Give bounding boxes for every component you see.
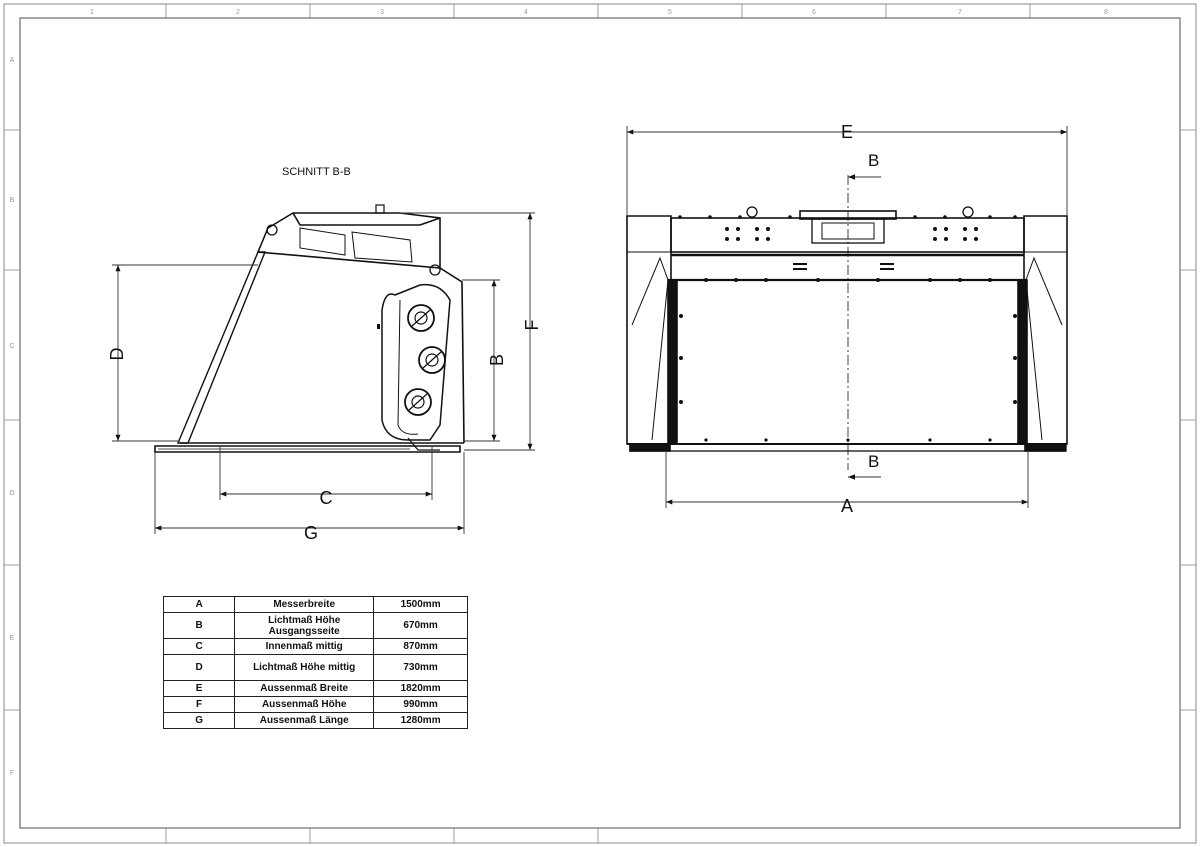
dim-label-f: F	[522, 320, 542, 331]
spec-value: 1500mm	[373, 596, 468, 613]
dim-label-b-left: B	[487, 354, 507, 366]
dim-label-e: E	[841, 122, 853, 142]
frame-col-6: 6	[812, 9, 816, 16]
spec-value: 730mm	[373, 654, 468, 681]
section-title: SCHNITT B-B	[282, 166, 351, 178]
dimension-spec-table: A Messerbreite 1500mm B Lichtmaß Höhe Au…	[162, 596, 468, 729]
frame-col-8: 8	[1104, 9, 1108, 16]
front-view-bolts	[678, 215, 1017, 442]
spec-key: E	[162, 680, 236, 697]
frame-row-e: E	[10, 635, 15, 642]
spec-description: Aussenmaß Breite	[234, 680, 375, 697]
spec-row: D Lichtmaß Höhe mittig 730mm	[162, 654, 468, 681]
spec-row: F Aussenmaß Höhe 990mm	[162, 696, 468, 713]
frame-row-d: D	[9, 490, 14, 497]
spec-description: Messerbreite	[234, 596, 375, 613]
frame-row-f: F	[10, 770, 14, 777]
spec-description: Innenmaß mittig	[234, 638, 375, 655]
spec-value: 1280mm	[373, 712, 468, 729]
front-view-dimensions	[626, 126, 1068, 508]
frame-col-7: 7	[958, 9, 962, 16]
section-view-b-b	[154, 204, 465, 453]
dim-label-a: A	[841, 496, 853, 516]
spec-row: G Aussenmaß Länge 1280mm	[162, 712, 468, 729]
frame-col-1: 1	[90, 9, 94, 16]
spec-key: A	[162, 596, 236, 613]
drawing-frame	[3, 3, 1197, 844]
spec-value: 1820mm	[373, 680, 468, 697]
dim-label-d: D	[107, 348, 127, 361]
spec-value: 670mm	[373, 612, 468, 639]
spec-value: 990mm	[373, 696, 468, 713]
spec-value: 870mm	[373, 638, 468, 655]
spec-description: Aussenmaß Höhe	[234, 696, 375, 713]
spec-description: Lichtmaß Höhe mittig	[234, 654, 375, 681]
front-view	[626, 175, 1068, 470]
dim-label-g: G	[304, 523, 318, 543]
section-view-dimensions	[112, 212, 535, 534]
spec-description: Aussenmaß Länge	[234, 712, 375, 729]
frame-column-numbers: 1 2 3 4 5 6 7 8	[90, 9, 1108, 16]
section-marker-bottom: B	[868, 452, 879, 471]
frame-col-3: 3	[380, 9, 384, 16]
spec-key: F	[162, 696, 236, 713]
spec-description: Lichtmaß Höhe Ausgangsseite	[234, 612, 375, 639]
frame-row-letters: A B C D E F	[9, 57, 14, 777]
spec-key: D	[162, 654, 236, 681]
dim-label-c: C	[320, 488, 333, 508]
section-marker-top: B	[868, 151, 879, 170]
frame-col-5: 5	[668, 9, 672, 16]
frame-row-b: B	[10, 197, 15, 204]
frame-col-2: 2	[236, 9, 240, 16]
spec-row: B Lichtmaß Höhe Ausgangsseite 670mm	[162, 612, 468, 639]
frame-row-a: A	[10, 57, 15, 64]
spec-key: B	[162, 612, 236, 639]
spec-row: C Innenmaß mittig 870mm	[162, 638, 468, 655]
spec-row: E Aussenmaß Breite 1820mm	[162, 680, 468, 697]
spec-row: A Messerbreite 1500mm	[162, 596, 468, 613]
frame-col-4: 4	[524, 9, 528, 16]
spec-key: C	[162, 638, 236, 655]
frame-row-c: C	[9, 343, 14, 350]
spec-key: G	[162, 712, 236, 729]
